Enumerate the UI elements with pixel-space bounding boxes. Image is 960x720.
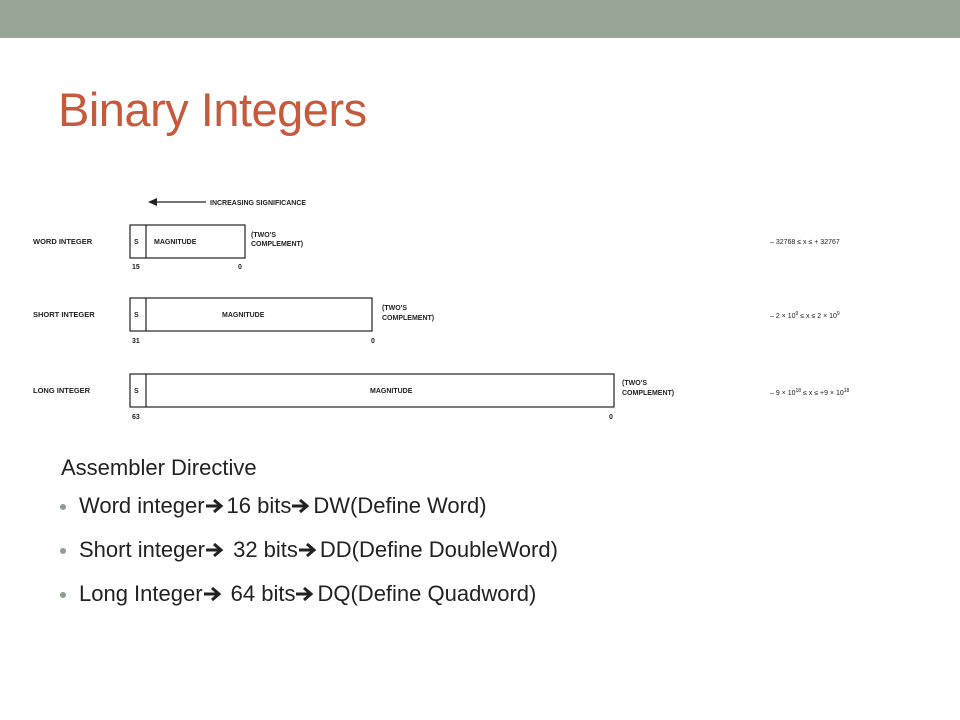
note-line-1: (TWO'S [251, 232, 276, 239]
magnitude-box [129, 224, 246, 259]
integer-type: Word integer [79, 493, 205, 518]
top-accent-bar [0, 0, 960, 38]
sign-bit-label: S [134, 239, 139, 246]
value-range: – 32768 ≤ x ≤ + 32767 [770, 239, 840, 246]
long-integer-row: LONG INTEGER S MAGNITUDE 63 0 (TWO'S COM… [33, 373, 850, 421]
high-bit-label: 31 [132, 338, 140, 345]
magnitude-label: MAGNITUDE [370, 388, 413, 395]
row-label: LONG INTEGER [33, 386, 91, 395]
integer-type: Short integer [79, 537, 205, 562]
list-item: Short integer 32 bits DD(Define DoubleWor… [58, 535, 918, 579]
note-line-1: (TWO'S [382, 305, 407, 312]
high-bit-label: 63 [132, 414, 140, 421]
significance-label: INCREASING SIGNIFICANCE [210, 200, 306, 207]
list-item: Word integer 16 bits DW(Define Word) [58, 491, 918, 535]
directive-list: Word integer 16 bits DW(Define Word) Short… [58, 491, 918, 623]
value-range: – 9 × 1018 ≤ x ≤ +9 × 1018 [770, 388, 850, 397]
bit-size: 32 bits [226, 537, 298, 562]
sign-bit-label: S [134, 312, 139, 319]
arrow-right-icon [292, 498, 310, 514]
low-bit-label: 0 [371, 338, 375, 345]
arrow-right-icon [203, 586, 221, 602]
slide-title: Binary Integers [58, 83, 367, 136]
binary-integer-formats-diagram: INCREASING SIGNIFICANCE WORD INTEGER S M… [33, 198, 850, 421]
bit-size: 16 bits [226, 493, 292, 518]
magnitude-label: MAGNITUDE [154, 239, 197, 246]
sign-bit-label: S [134, 388, 139, 395]
magnitude-box [129, 297, 373, 332]
arrow-right-icon [298, 542, 317, 558]
arrow-right-icon [205, 498, 223, 514]
row-label: SHORT INTEGER [33, 310, 95, 319]
arrow-right-icon [205, 542, 224, 558]
magnitude-box [129, 373, 615, 408]
low-bit-label: 0 [609, 414, 613, 421]
directive-name: DD(Define DoubleWord) [319, 537, 558, 562]
word-integer-row: WORD INTEGER S MAGNITUDE 15 0 (TWO'S COM… [33, 224, 840, 271]
value-range: – 2 × 109 ≤ x ≤ 2 × 109 [770, 311, 840, 320]
significance-arrow: INCREASING SIGNIFICANCE [148, 198, 306, 207]
integer-type: Long Integer [79, 581, 203, 606]
row-label: WORD INTEGER [33, 237, 93, 246]
bit-size: 64 bits [224, 581, 296, 606]
note-line-2: COMPLEMENT) [251, 241, 303, 248]
directive-name: DW(Define Word) [313, 493, 487, 518]
assembler-directive-heading: Assembler Directive [61, 455, 257, 480]
list-item: Long Integer 64 bits DQ(Define Quadword) [58, 579, 918, 623]
arrow-left-icon [148, 198, 157, 206]
directive-name: DQ(Define Quadword) [317, 581, 537, 606]
note-line-2: COMPLEMENT) [622, 390, 674, 397]
note-line-2: COMPLEMENT) [382, 315, 434, 322]
low-bit-label: 0 [238, 264, 242, 271]
arrow-right-icon [296, 586, 314, 602]
high-bit-label: 15 [132, 264, 140, 271]
short-integer-row: SHORT INTEGER S MAGNITUDE 31 0 (TWO'S CO… [33, 297, 840, 345]
note-line-1: (TWO'S [622, 380, 647, 387]
magnitude-label: MAGNITUDE [222, 312, 265, 319]
